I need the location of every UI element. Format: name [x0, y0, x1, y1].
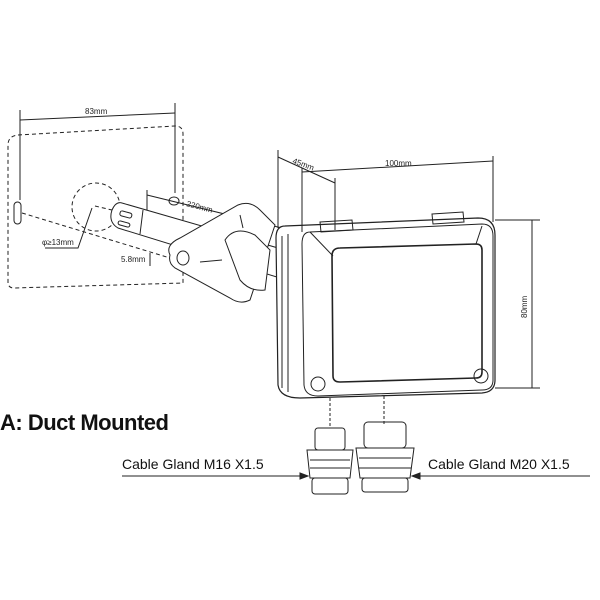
gland-label-m20: Cable Gland M20 X1.5: [428, 456, 570, 472]
hinges: [319, 211, 465, 233]
dashed-guide: [21, 212, 171, 259]
dim-45-text: 45mm: [291, 156, 315, 172]
enclosure: [275, 211, 496, 399]
flange-line-2: [239, 214, 244, 229]
flange-screw-hole: [176, 250, 190, 266]
mount-slot: [13, 201, 22, 225]
dim-83-line: [19, 112, 176, 121]
screw-icon: [473, 368, 489, 384]
cable-gland-m16: [306, 427, 354, 495]
dim-45-line: [277, 156, 336, 184]
mount-hole: [168, 196, 180, 206]
diagram-title: A: Duct Mounted: [0, 410, 169, 435]
arrow-icon: [299, 472, 310, 480]
dim-80-text: 80mm: [520, 295, 529, 318]
cable-gland-m20: [355, 421, 415, 493]
arrow-icon: [410, 472, 421, 480]
dim-83-text: 83mm: [85, 107, 108, 116]
flange-collar: [224, 230, 271, 291]
dim-100-text: 100mm: [385, 159, 412, 168]
dim-13-text: φ≥13mm: [42, 238, 74, 247]
flange-line: [199, 259, 223, 263]
screw-icon: [310, 376, 326, 392]
dim-58-text: 5.8mm: [121, 255, 146, 264]
gland-label-m16: Cable Gland M16 X1.5: [122, 456, 264, 472]
dim-220-text: 220mm: [185, 199, 213, 215]
dim-13-leader: [45, 207, 93, 249]
dim-100-line: [301, 160, 494, 173]
mounting-template-outline: [7, 125, 184, 289]
